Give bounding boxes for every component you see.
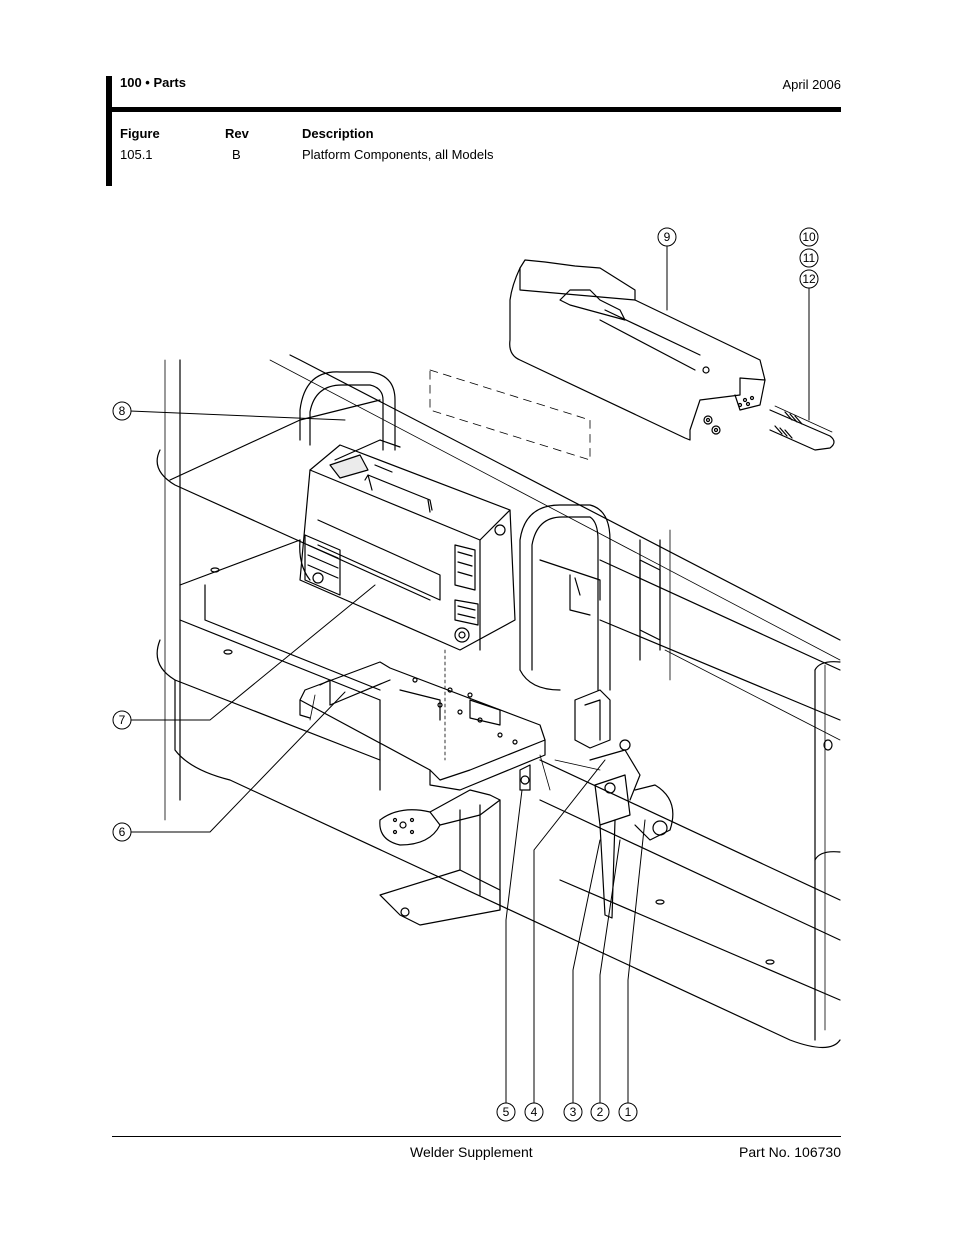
callout-12: [799, 269, 819, 289]
callout-label-2: 2: [597, 1105, 604, 1119]
margin-bar: [106, 76, 112, 186]
callout-label-7: 7: [119, 713, 126, 727]
callout-11: [799, 248, 819, 268]
footer-rule: [112, 1136, 841, 1137]
platform-railing: [156, 354, 841, 1049]
u-bolt: [769, 405, 835, 451]
callout-1: [618, 1102, 638, 1122]
callout-9: [657, 227, 677, 247]
callout-label-4: 4: [531, 1105, 538, 1119]
callout-label-8: 8: [119, 404, 126, 418]
callout-8: [112, 401, 132, 421]
revision: B: [232, 147, 241, 162]
welder-unit: [299, 439, 516, 651]
callout-3: [563, 1102, 583, 1122]
page-date: April 2006: [782, 77, 841, 92]
callout-7: [112, 710, 132, 730]
callout-10: [799, 227, 819, 247]
figure-description: Platform Components, all Models: [302, 147, 494, 162]
pedestal: [379, 789, 501, 926]
col-description-header: Description: [302, 126, 374, 141]
callout-label-3: 3: [570, 1105, 577, 1119]
mounting-bracket: [299, 649, 546, 791]
cover-plate: [509, 259, 766, 441]
callout-label-11: 11: [803, 251, 816, 265]
part-number: Part No. 106730: [739, 1144, 841, 1160]
callout-label-6: 6: [119, 825, 126, 839]
col-figure-header: Figure: [120, 126, 160, 141]
callout-4: [524, 1102, 544, 1122]
figure-number: 105.1: [120, 147, 153, 162]
section-title: 100 • Parts: [120, 75, 186, 90]
callout-label-10: 10: [802, 230, 816, 244]
document-title: Welder Supplement: [410, 1144, 533, 1160]
callout-6: [112, 822, 132, 842]
header-rule: [106, 107, 841, 112]
callout-2: [590, 1102, 610, 1122]
callout-5: [496, 1102, 516, 1122]
callout-label-5: 5: [503, 1105, 510, 1119]
callout-label-1: 1: [625, 1105, 632, 1119]
receptacle: [519, 689, 674, 919]
leader-lines: [129, 245, 810, 1104]
grab-handles: [299, 371, 611, 691]
col-rev-header: Rev: [225, 126, 249, 141]
callout-label-9: 9: [664, 230, 671, 244]
callout-label-12: 12: [802, 272, 816, 286]
